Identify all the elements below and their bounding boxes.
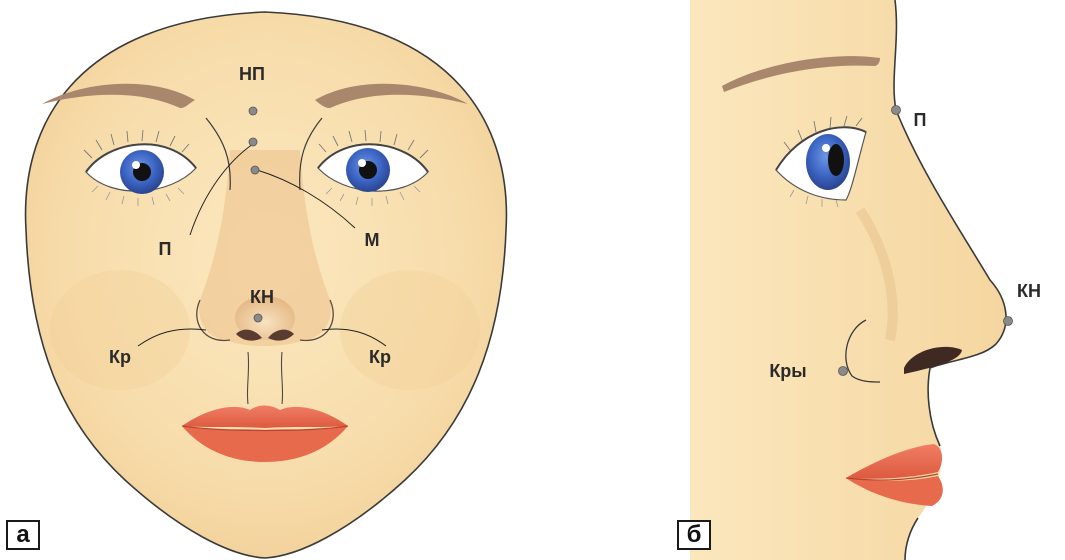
panel-b-profile-view: П КН Кры xyxy=(528,0,1065,560)
label-p-profile: П xyxy=(914,110,927,130)
label-m: М xyxy=(365,230,380,250)
point-np xyxy=(249,107,257,115)
left-cheek-shade xyxy=(50,270,190,390)
point-m xyxy=(251,166,259,174)
panel-a-tag: а xyxy=(6,520,40,550)
label-kn-profile: КН xyxy=(1017,281,1041,301)
profile-pupil xyxy=(828,144,844,176)
panel-b-tag: б xyxy=(677,520,711,550)
panel-a-front-view: НП П М КН Кр Кр xyxy=(0,0,528,560)
label-kry: Кры xyxy=(769,361,806,381)
label-kr-right: Кр xyxy=(369,347,391,367)
label-np: НП xyxy=(239,64,265,84)
label-p-front: П xyxy=(159,239,172,259)
point-p-front xyxy=(249,138,257,146)
point-kry xyxy=(839,367,848,376)
point-kn-front xyxy=(254,314,262,322)
label-kn-front: КН xyxy=(250,287,274,307)
right-cheek-shade xyxy=(340,270,480,390)
label-kr-left: Кр xyxy=(109,347,131,367)
point-p-profile xyxy=(892,106,901,115)
point-kn-profile xyxy=(1004,317,1013,326)
